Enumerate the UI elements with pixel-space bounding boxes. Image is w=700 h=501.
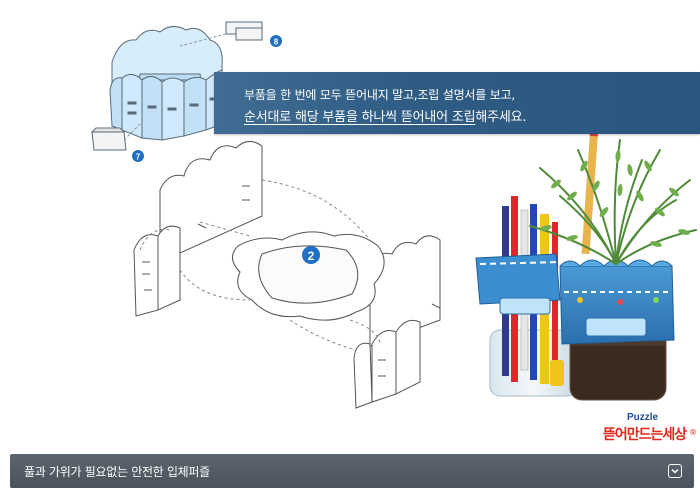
svg-text:7: 7 bbox=[136, 153, 141, 162]
brand-puzzle-label: Puzzle bbox=[627, 412, 659, 423]
plant-pot-bottle bbox=[559, 127, 675, 401]
brand-name: 뜯어만드는세상 bbox=[603, 426, 687, 442]
brand-logo: Puzzle 뜯어만드는세상 ® bbox=[603, 412, 697, 446]
plant-leaves bbox=[529, 139, 697, 265]
pen-holder-bottle bbox=[475, 196, 579, 397]
step-badge-8: 8 bbox=[270, 35, 282, 47]
expand-toggle-button[interactable] bbox=[668, 464, 682, 478]
instruction-line-2: 순서대로 해당 부품을 하나씩 뜯어내어 조립해주세요. bbox=[244, 106, 527, 125]
svg-text:2: 2 bbox=[308, 249, 315, 263]
step-badge-7: 7 bbox=[132, 150, 144, 162]
product-photo bbox=[475, 127, 697, 401]
chevron-down-icon bbox=[671, 468, 679, 474]
bottom-bar-tagline: 풀과 가위가 필요없는 안전한 입체퍼즐 bbox=[24, 465, 210, 479]
bottom-bar: 풀과 가위가 필요없는 안전한 입체퍼즐 bbox=[10, 454, 694, 488]
exploded-parts-diagram bbox=[133, 141, 441, 409]
instruction-banner: 부품을 한 번에 모두 뜯어내지 말고,조립 설명서를 보고, 순서대로 해당 … bbox=[214, 72, 700, 134]
instruction-emphasis: 순서대로 해당 부품을 하나씩 뜯어내어 조립 bbox=[244, 110, 476, 125]
plant-leaflets bbox=[540, 150, 690, 247]
instruction-tail: 해주세요. bbox=[475, 110, 527, 125]
step-badge-2: 2 bbox=[302, 246, 320, 264]
instruction-line-1: 부품을 한 번에 모두 뜯어내지 말고,조립 설명서를 보고, bbox=[244, 88, 516, 102]
svg-text:8: 8 bbox=[274, 38, 279, 47]
brand-registered-mark: ® bbox=[689, 428, 697, 437]
